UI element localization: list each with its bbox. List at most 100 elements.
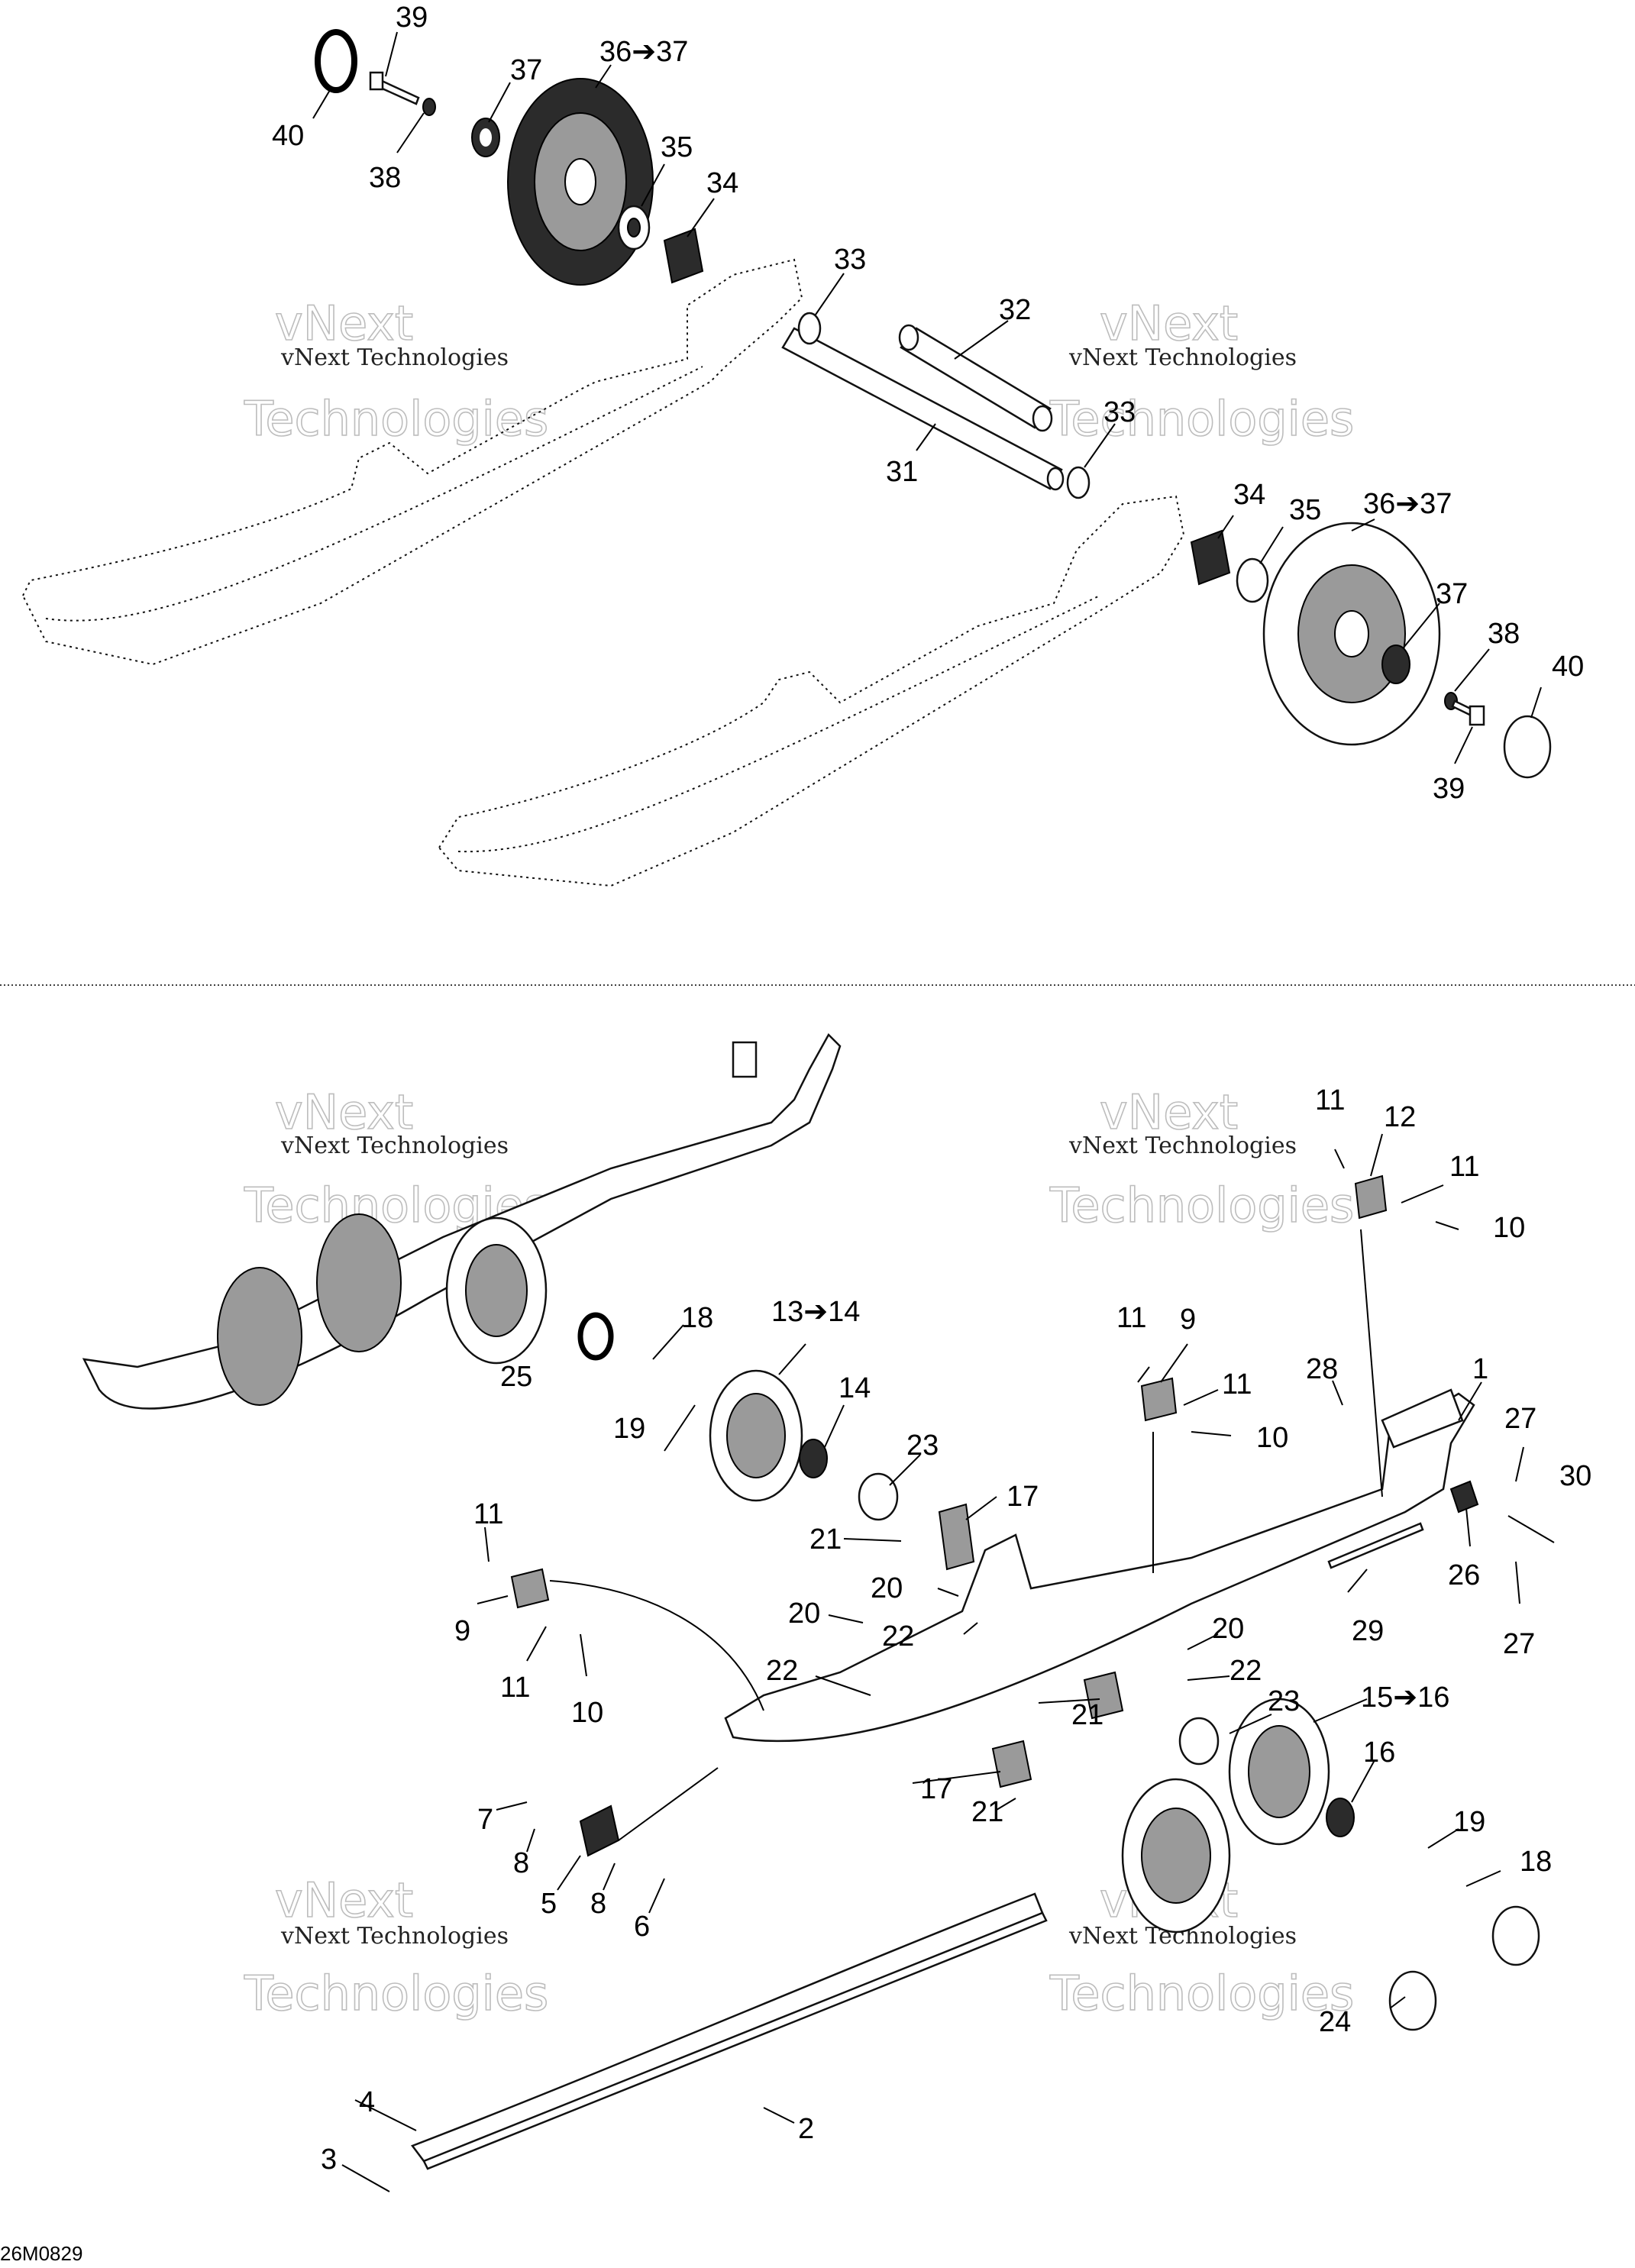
label-35b: 35 <box>1289 494 1321 526</box>
label-7: 7 <box>477 1804 493 1836</box>
label-11b: 11 <box>1449 1151 1479 1183</box>
label-34b: 34 <box>1233 479 1265 511</box>
wheel-36-right <box>1262 522 1441 746</box>
label-4: 4 <box>359 2086 375 2118</box>
block-17-bottom <box>991 1671 1124 1788</box>
rail-1 <box>724 1388 1475 1743</box>
svg-text:vNext Technologies: vNext Technologies <box>280 1923 509 1950</box>
spacer-35-top <box>617 205 651 250</box>
label-10b: 10 <box>1256 1422 1288 1454</box>
label-23b: 23 <box>1268 1685 1300 1717</box>
label-11c: 11 <box>1116 1302 1146 1334</box>
label-38b: 38 <box>1488 618 1520 650</box>
label-40b: 40 <box>1552 651 1584 683</box>
watermark-mid-right: vNext Technologies vNext Technologies <box>1049 1084 1355 1234</box>
hub-34-right <box>1190 529 1231 586</box>
bolt-39-right <box>1451 699 1485 726</box>
label-2: 2 <box>798 2113 814 2145</box>
bracket-9-left <box>510 1568 550 1609</box>
leader-lines-bottom <box>341 1133 1555 2192</box>
svg-text:vNext Technologies: vNext Technologies <box>1068 1132 1297 1159</box>
label-20a: 20 <box>788 1598 820 1630</box>
label-18a: 18 <box>681 1302 713 1334</box>
label-39: 39 <box>396 2 428 34</box>
slide-2 <box>411 1892 1048 2170</box>
label-5: 5 <box>541 1888 557 1920</box>
label-40: 40 <box>272 120 304 152</box>
label-19b: 19 <box>1453 1806 1485 1838</box>
label-23a: 23 <box>906 1430 939 1462</box>
watermark-top-left: vNext Technologies vNext Technologies <box>243 295 549 447</box>
label-21c: 21 <box>971 1796 1003 1828</box>
washer-33-top <box>797 312 822 345</box>
label-11a: 11 <box>1315 1084 1345 1116</box>
label-32: 32 <box>999 294 1031 326</box>
label-20c: 20 <box>1212 1613 1244 1645</box>
hub-34-top <box>663 228 704 284</box>
cap-24 <box>1388 1905 1540 2031</box>
watermark-top-right: vNext Technologies vNext Technologies <box>1049 295 1355 447</box>
label-12: 12 <box>1384 1101 1416 1133</box>
shaft-32 <box>898 324 1053 432</box>
washer-38-top <box>422 98 436 116</box>
label-14: 14 <box>839 1372 871 1404</box>
bearing-37-right <box>1381 645 1410 684</box>
label-17b: 17 <box>920 1773 952 1805</box>
label-10c: 10 <box>571 1697 603 1729</box>
label-9b: 9 <box>454 1615 470 1647</box>
svg-text:vNext Technologies: vNext Technologies <box>1068 344 1297 371</box>
wheel-36-top <box>507 78 654 286</box>
part-labels: 39 40 38 37 36➔37 35 34 33 32 31 33 34 3… <box>0 2 1591 2265</box>
wheel-16 <box>1121 1778 1231 1934</box>
washer-33-mid <box>1066 466 1091 499</box>
rail-left-dotted <box>21 258 803 666</box>
label-21b: 21 <box>1071 1699 1103 1731</box>
label-33b: 33 <box>1103 396 1136 428</box>
svg-text:vNext: vNext <box>275 1872 413 1928</box>
label-6: 6 <box>634 1911 650 1943</box>
svg-text:vNext: vNext <box>275 296 413 351</box>
watermark-bottom-left: vNext Technologies vNext Technologies <box>243 1872 549 2022</box>
label-1: 1 <box>1472 1353 1488 1385</box>
svg-text:Technologies: Technologies <box>1049 1966 1354 2021</box>
rail-assembled-left <box>82 1032 842 1410</box>
clamp-26 <box>1449 1480 1479 1514</box>
label-3: 3 <box>321 2144 337 2176</box>
label-27a: 27 <box>1504 1403 1536 1435</box>
label-38: 38 <box>369 162 401 194</box>
shaft-31 <box>781 327 1065 491</box>
svg-text:vNext: vNext <box>1100 1084 1238 1140</box>
label-35: 35 <box>661 131 693 163</box>
label-22b: 22 <box>766 1655 798 1687</box>
cap-40-top <box>315 29 357 93</box>
leader-lines-top <box>312 31 1542 764</box>
label-31: 31 <box>886 456 918 488</box>
label-9a: 9 <box>1180 1304 1196 1336</box>
bearing-14 <box>799 1439 828 1478</box>
spacer-23-bottom <box>1178 1717 1220 1766</box>
label-19a: 19 <box>613 1413 645 1445</box>
spacer-35-right <box>1236 557 1269 603</box>
label-30: 30 <box>1559 1460 1591 1492</box>
svg-text:Technologies: Technologies <box>1049 391 1354 447</box>
label-11d: 11 <box>1222 1368 1252 1401</box>
svg-text:vNext: vNext <box>1100 296 1238 351</box>
svg-text:vNext Technologies: vNext Technologies <box>280 344 509 371</box>
wheel-15 <box>1228 1698 1330 1846</box>
cap-40-right <box>1503 715 1552 779</box>
label-17a: 17 <box>1007 1481 1039 1513</box>
label-22a: 22 <box>882 1620 914 1653</box>
label-15-16: 15➔16 <box>1361 1682 1449 1714</box>
label-13-14: 13➔14 <box>771 1296 860 1328</box>
label-22c: 22 <box>1229 1655 1262 1687</box>
bolt-39-top <box>369 71 420 105</box>
label-27b: 27 <box>1503 1628 1535 1660</box>
label-25: 25 <box>500 1361 532 1393</box>
label-21a: 21 <box>809 1523 842 1556</box>
watermark-mid-left: vNext Technologies vNext Technologies <box>243 1084 549 1234</box>
label-37: 37 <box>510 54 542 86</box>
label-29: 29 <box>1352 1615 1384 1647</box>
label-36-37: 36➔37 <box>599 36 688 68</box>
label-37b: 37 <box>1436 578 1468 610</box>
